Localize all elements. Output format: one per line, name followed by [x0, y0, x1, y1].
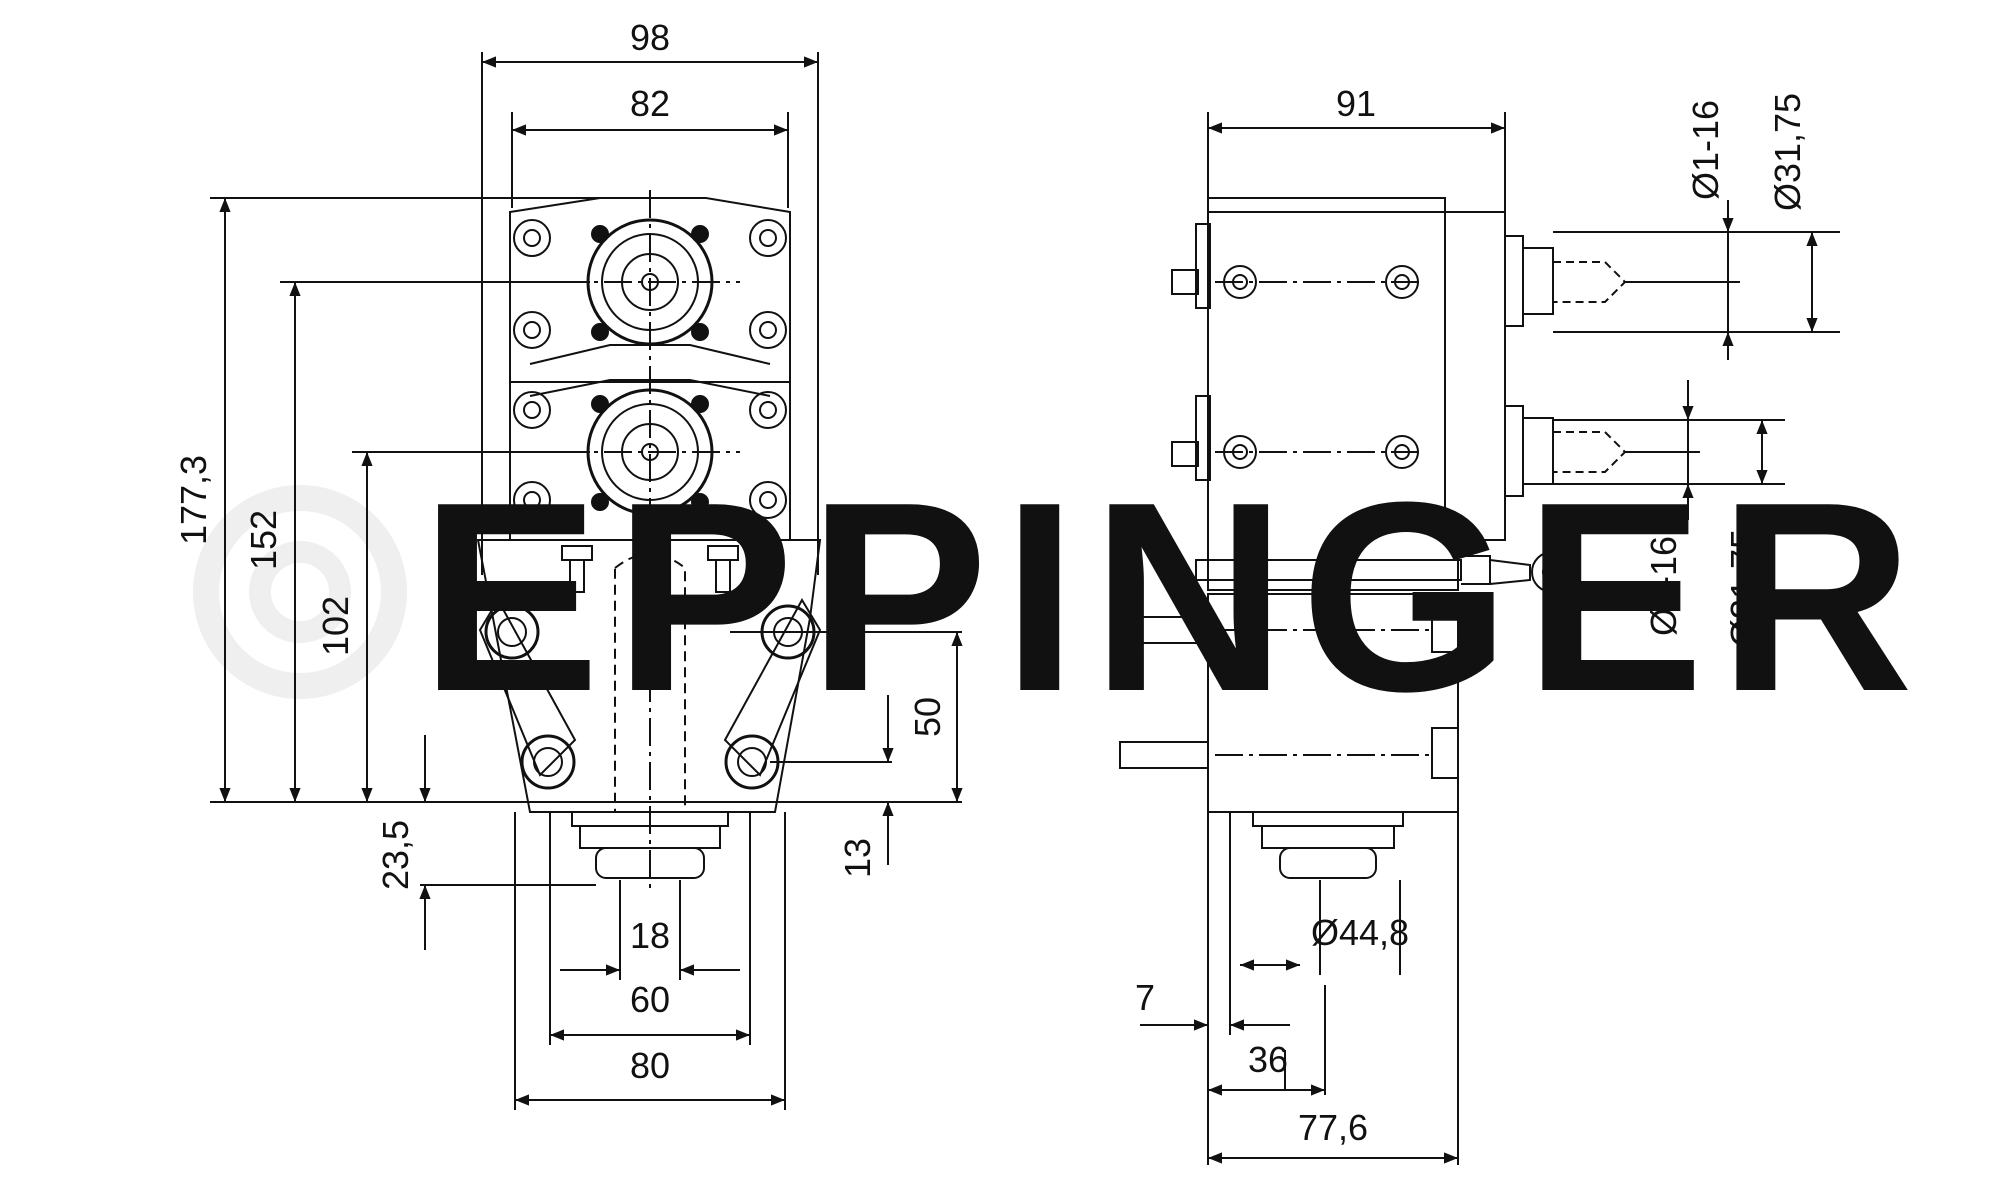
- dim-50: 50: [907, 697, 948, 737]
- dim-80: 80: [630, 1045, 670, 1086]
- dim-36: 36: [1248, 1039, 1288, 1080]
- dim-lower-collet-range: Ø1-16: [1643, 536, 1684, 636]
- front-dimensions: [210, 52, 963, 1110]
- dim-77-6: 77,6: [1298, 1107, 1368, 1148]
- front-dimension-labels: 98 82 177,3 152 102 50 13 23,5 18 60 80: [173, 17, 948, 1086]
- dim-82: 82: [630, 83, 670, 124]
- dim-98: 98: [630, 17, 670, 58]
- watermark-logo-icon: [193, 485, 407, 699]
- front-view: [476, 190, 822, 890]
- dim-coupling-diameter: Ø44,8: [1311, 912, 1409, 953]
- dim-60: 60: [630, 979, 670, 1020]
- dim-23-5: 23,5: [375, 820, 416, 890]
- dim-upper-collet-range: Ø1-16: [1685, 100, 1726, 200]
- side-dimension-labels: 91 Ø1-16 Ø31,75 Ø1-16 Ø31,75 Ø44,8 7 36 …: [1135, 83, 1808, 1148]
- dim-152: 152: [243, 510, 284, 570]
- dim-upper-collet-diameter: Ø31,75: [1767, 93, 1808, 211]
- watermark-text: EPPINGER: [420, 447, 1927, 748]
- dim-91: 91: [1336, 83, 1376, 124]
- dim-18: 18: [630, 915, 670, 956]
- dim-13: 13: [837, 838, 878, 878]
- side-dimensions: [1140, 112, 1840, 1165]
- dim-177-3: 177,3: [173, 455, 214, 545]
- dim-7: 7: [1135, 977, 1155, 1018]
- side-view: [1119, 197, 1627, 879]
- dim-102: 102: [315, 596, 356, 656]
- dim-lower-collet-diameter: Ø31,75: [1723, 529, 1764, 647]
